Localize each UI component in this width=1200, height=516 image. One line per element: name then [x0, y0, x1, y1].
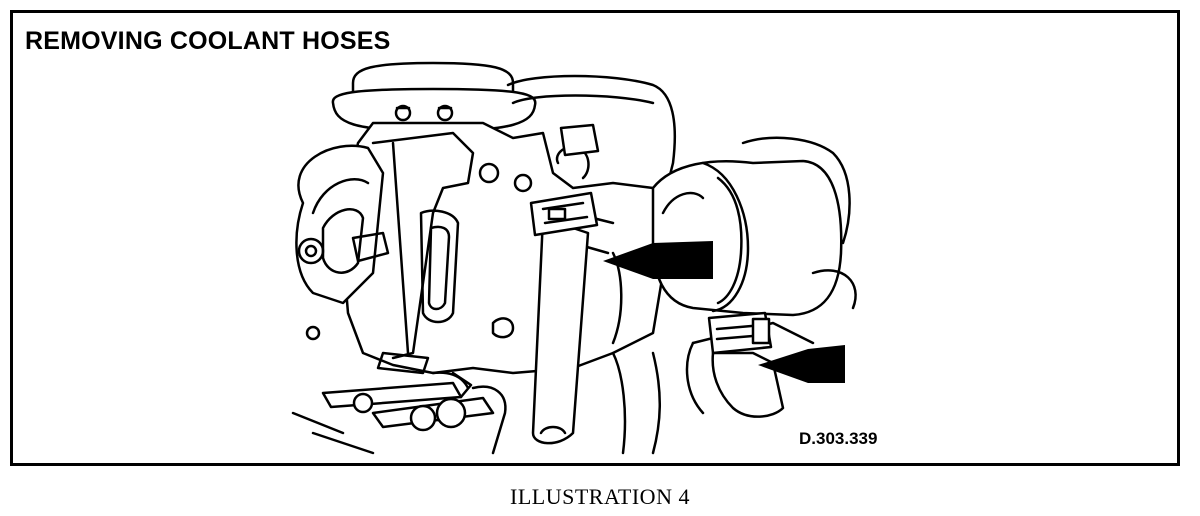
- coolant-hose-left: [531, 123, 600, 445]
- arrow-lower: [758, 345, 845, 383]
- illustration-title: REMOVING COOLANT HOSES: [25, 27, 391, 55]
- lower-pipes: [291, 351, 662, 455]
- illustration-frame: REMOVING COOLANT HOSES: [10, 10, 1180, 466]
- left-cover: [295, 144, 390, 341]
- engine-line-drawing: [291, 61, 857, 455]
- right-housing: [651, 136, 857, 345]
- hose-clamp-left: [529, 191, 599, 237]
- drawing-reference: D.303.339: [799, 429, 878, 448]
- hose-clamp-right: [707, 311, 773, 355]
- intake-flange: [331, 61, 537, 133]
- illustration-caption: ILLUSTRATION 4: [510, 484, 690, 509]
- coolant-hose-right: [685, 341, 785, 418]
- arrow-upper: [603, 241, 713, 279]
